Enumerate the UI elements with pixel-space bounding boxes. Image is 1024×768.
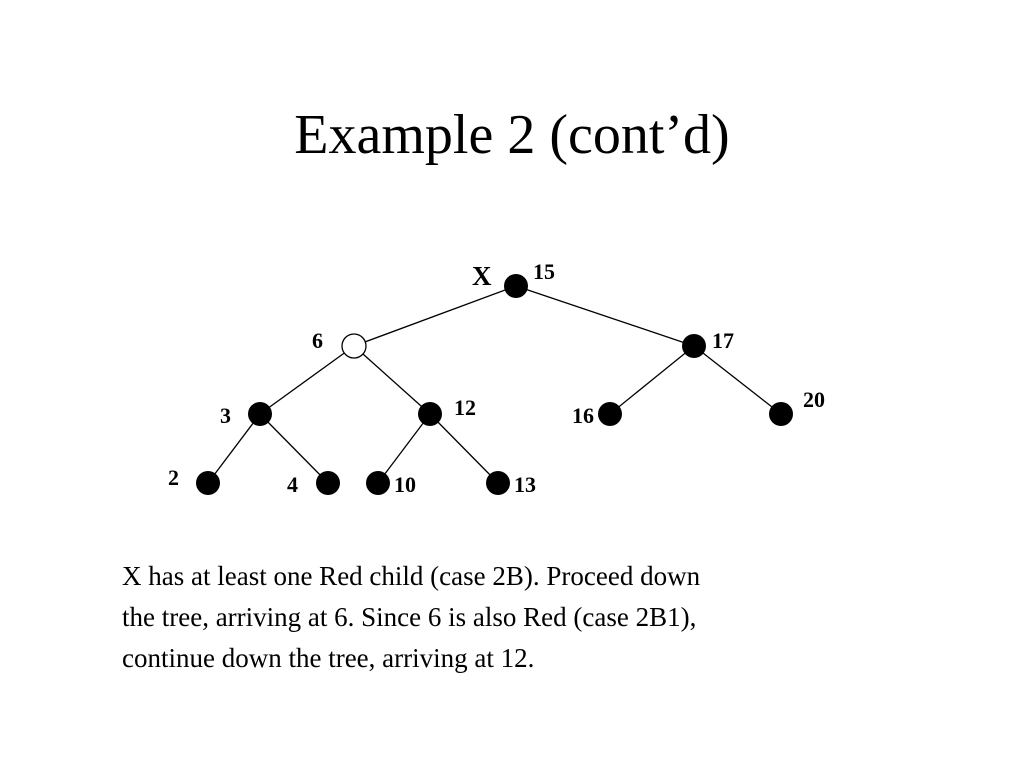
tree-edge-6-12 bbox=[353, 345, 431, 415]
caption-line-1: X has at least one Red child (case 2B). … bbox=[122, 561, 701, 591]
tree-node-label-20: 20 bbox=[803, 387, 825, 412]
caption-line-2: the tree, arriving at 6. Since 6 is also… bbox=[122, 602, 697, 632]
tree-node-label-15: 15 bbox=[533, 259, 555, 284]
tree-node-20 bbox=[769, 402, 793, 426]
tree-node-3 bbox=[248, 402, 272, 426]
tree-edge-15-17 bbox=[515, 285, 695, 347]
tree-node-label-13: 13 bbox=[514, 472, 536, 497]
edge-layer bbox=[207, 285, 782, 484]
tree-node-15 bbox=[504, 274, 528, 298]
tree-node-4 bbox=[316, 471, 340, 495]
tree-node-16 bbox=[598, 402, 622, 426]
tree-node-label-6: 6 bbox=[312, 328, 323, 353]
tree-edge-12-13 bbox=[429, 413, 499, 484]
tree-node-label-3: 3 bbox=[220, 403, 231, 428]
caption-line-3: continue down the tree, arriving at 12. bbox=[122, 643, 535, 673]
x-marker-label: X bbox=[472, 261, 492, 291]
tree-node-2 bbox=[196, 471, 220, 495]
tree-node-label-12: 12 bbox=[454, 395, 476, 420]
tree-edge-6-3 bbox=[259, 345, 355, 415]
tree-edge-17-16 bbox=[609, 345, 695, 415]
node-layer bbox=[196, 274, 793, 495]
tree-edge-3-2 bbox=[207, 413, 261, 484]
tree-node-6 bbox=[341, 333, 367, 359]
tree-edge-12-10 bbox=[377, 413, 431, 484]
tree-node-label-10: 10 bbox=[394, 472, 416, 497]
tree-node-label-4: 4 bbox=[287, 472, 298, 497]
tree-edge-3-4 bbox=[259, 413, 329, 484]
tree-node-label-2: 2 bbox=[168, 465, 179, 490]
tree-node-label-17: 17 bbox=[712, 328, 734, 353]
caption-text: X has at least one Red child (case 2B). … bbox=[122, 556, 902, 679]
tree-node-17 bbox=[682, 334, 706, 358]
tree-edge-17-20 bbox=[693, 345, 782, 415]
slide-title: Example 2 (cont’d) bbox=[294, 104, 730, 166]
tree-node-13 bbox=[486, 471, 510, 495]
tree-edge-15-6 bbox=[353, 285, 517, 347]
tree-node-label-16: 16 bbox=[572, 403, 594, 428]
tree-node-12 bbox=[418, 402, 442, 426]
tree-node-10 bbox=[366, 471, 390, 495]
